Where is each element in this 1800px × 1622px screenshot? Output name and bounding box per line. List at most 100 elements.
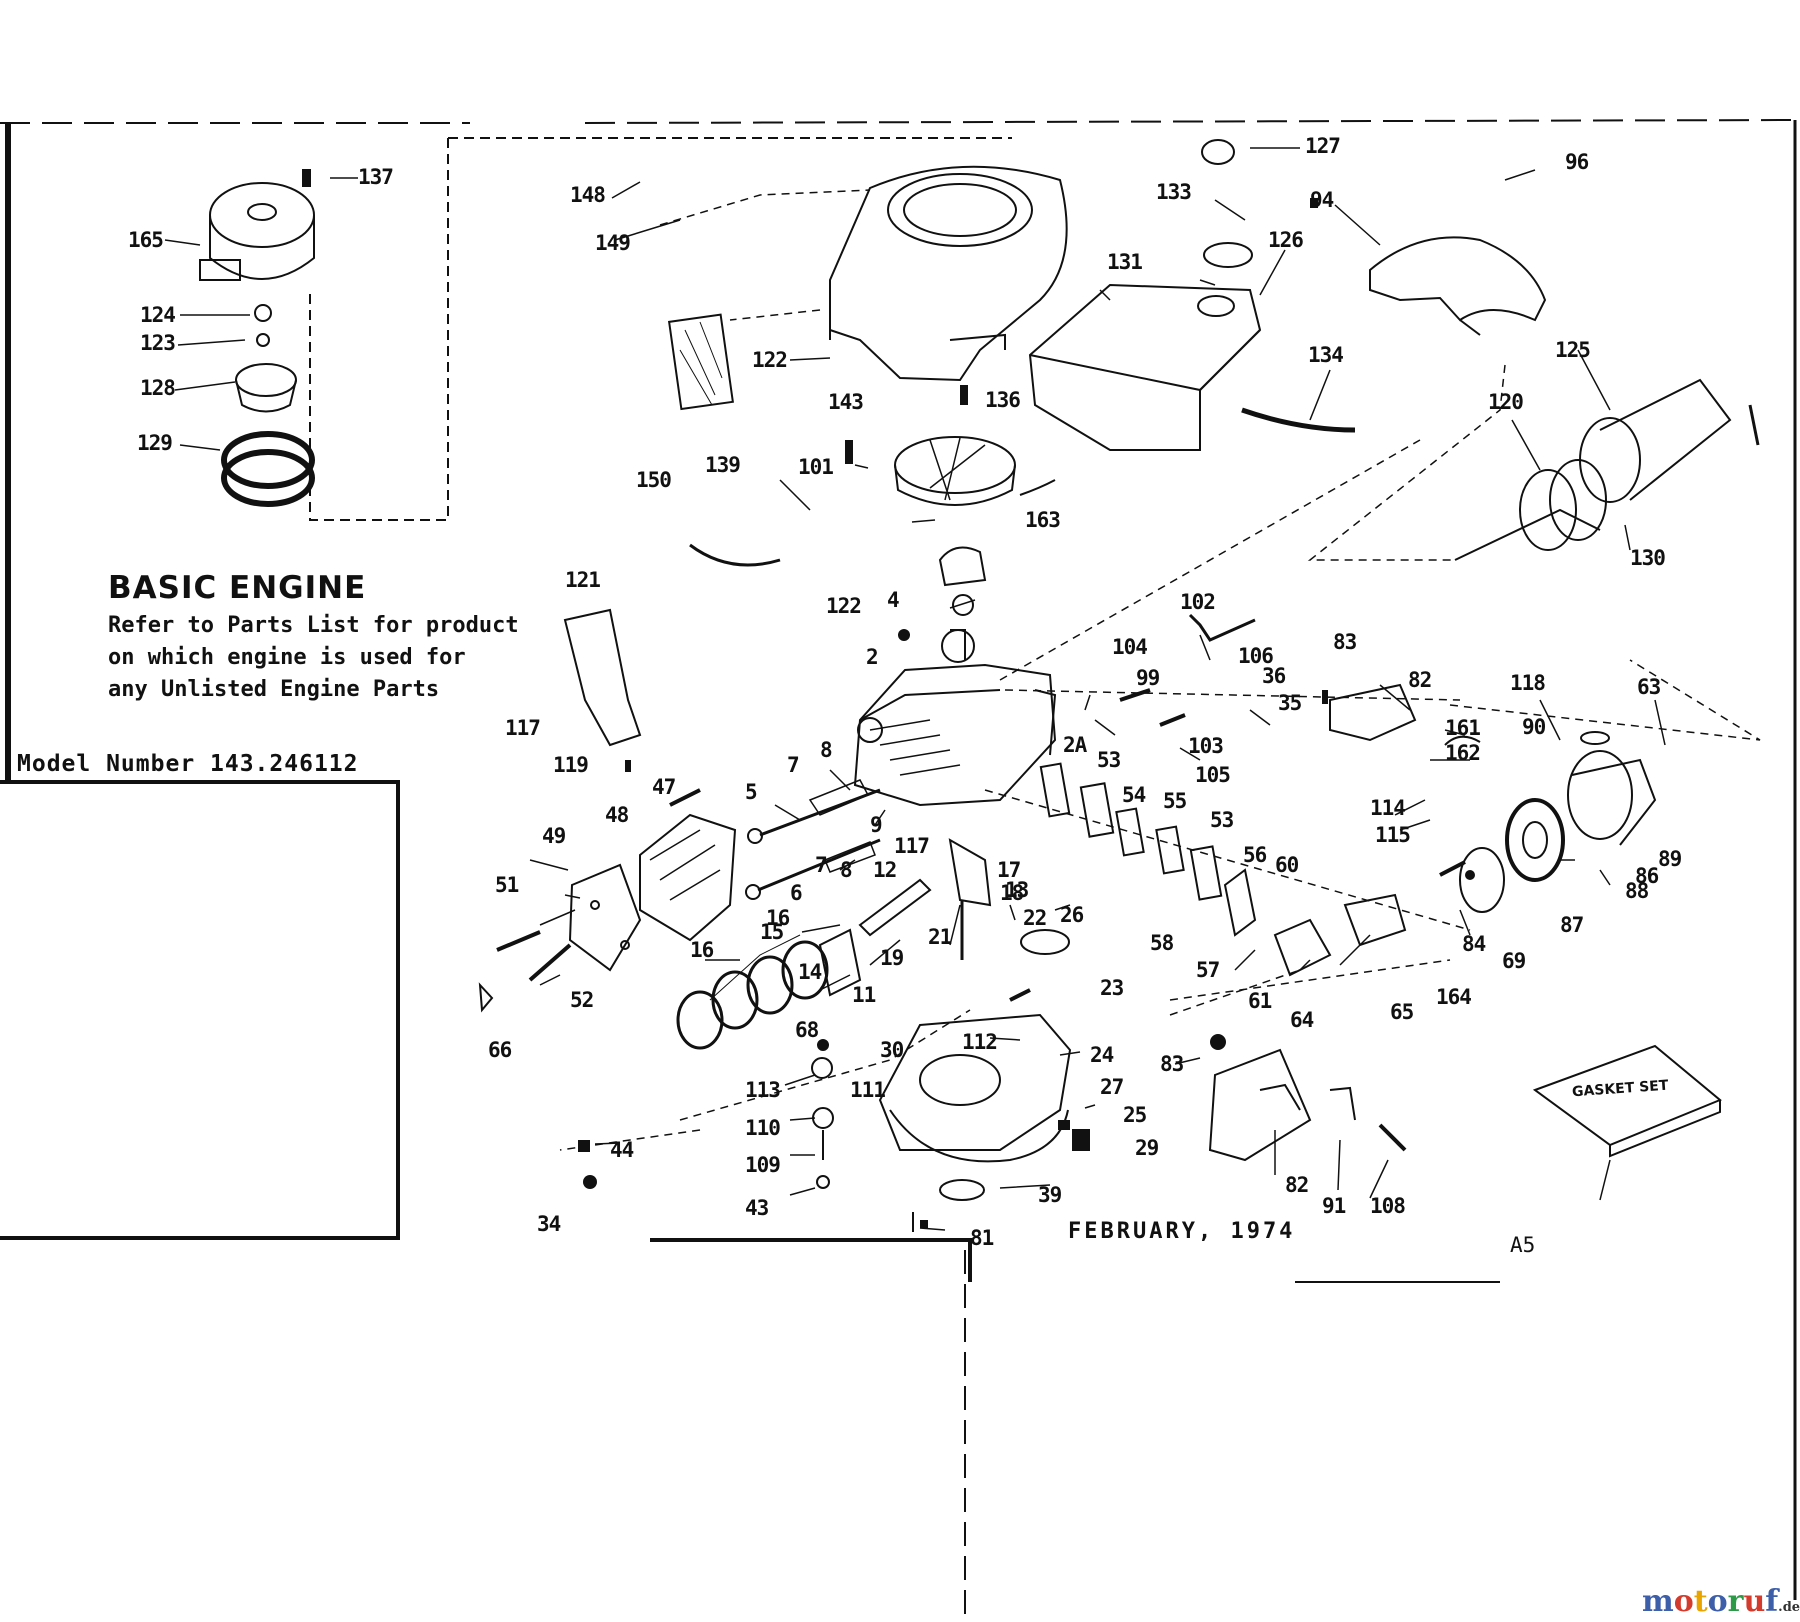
part-label: 84: [1462, 932, 1486, 956]
part-label: 15: [760, 920, 784, 944]
part-label: 82: [1285, 1173, 1309, 1197]
crankshaft-drawing: [858, 838, 992, 960]
part-label: 136: [985, 388, 1021, 412]
part-label: 6: [790, 881, 803, 905]
breather-drawing: [1223, 868, 1407, 977]
piston-drawing: [676, 928, 862, 1050]
part-label: 21: [928, 925, 952, 949]
part-label: 27: [1100, 1075, 1124, 1099]
fuel-cap-drawing: [1201, 139, 1253, 268]
part-label: 124: [140, 303, 176, 327]
part-label: 60: [1275, 853, 1299, 877]
hardware-drawing: [578, 198, 1475, 1228]
muffler-drawing: [1208, 1048, 1356, 1162]
cylinder-block-drawing: [853, 629, 1057, 807]
part-label: 117: [505, 716, 541, 740]
part-label: 121: [565, 568, 601, 592]
part-label: 91: [1322, 1194, 1346, 1218]
part-label: 83: [1160, 1052, 1184, 1076]
part-label: 122: [826, 594, 862, 618]
note-line-3: any Unlisted Engine Parts: [108, 677, 440, 702]
part-label: 61: [1248, 989, 1272, 1013]
part-label: 2: [866, 645, 879, 669]
grille-drawing: [667, 313, 734, 411]
part-label: 54: [1122, 783, 1146, 807]
part-label: 88: [1625, 879, 1649, 903]
part-label: 56: [1243, 843, 1267, 867]
part-label: 165: [128, 228, 164, 252]
part-label: 109: [745, 1153, 781, 1177]
part-label: 115: [1375, 823, 1411, 847]
gaskets-drawing: [1039, 762, 1223, 901]
fuel-line-drawing: [1241, 407, 1356, 433]
part-label: 4: [887, 588, 900, 612]
flywheel-drawing: [894, 436, 1056, 616]
part-label: 16: [766, 906, 790, 930]
blower-housing-drawing: [829, 165, 1068, 382]
seal-bearing-drawing: [1459, 731, 1657, 913]
part-label: 102: [1180, 590, 1216, 614]
note-line-1: Refer to Parts List for product: [108, 613, 519, 638]
part-label: 2A: [1063, 733, 1087, 757]
part-label: 34: [537, 1212, 561, 1236]
part-label: 69: [1502, 949, 1526, 973]
part-label: 7: [787, 753, 800, 777]
part-label: 128: [140, 376, 176, 400]
part-label: 163: [1025, 508, 1061, 532]
model-number: Model Number 143.246112: [17, 751, 359, 777]
part-label: 51: [495, 873, 519, 897]
part-label: 53: [1210, 808, 1234, 832]
part-label: 81: [970, 1226, 994, 1250]
frame-notch-line: [0, 780, 400, 1240]
part-label: 83: [1333, 630, 1357, 654]
part-label: 90: [1522, 715, 1546, 739]
part-label: 137: [358, 165, 394, 189]
part-label: 24: [1090, 1043, 1114, 1067]
part-label: 18: [1000, 881, 1024, 905]
baffle-drawing: [563, 608, 642, 747]
part-label: 162: [1445, 741, 1481, 765]
part-label: 47: [652, 775, 676, 799]
part-label: 123: [140, 331, 176, 355]
engine-base-drawing: [878, 1013, 1090, 1232]
part-label: 94: [1310, 188, 1334, 212]
page-code: A5: [1510, 1233, 1536, 1257]
part-label: 43: [745, 1196, 769, 1220]
part-label: 36: [1262, 664, 1286, 688]
part-label: 111: [850, 1078, 886, 1102]
part-label: 148: [570, 183, 606, 207]
part-label: 68: [795, 1018, 819, 1042]
part-label: 52: [570, 988, 594, 1012]
part-label: 96: [1565, 150, 1589, 174]
part-label: 13: [1005, 878, 1029, 902]
part-label: 150: [636, 468, 672, 492]
bracket-drawing: [1329, 683, 1417, 742]
part-label: 11: [852, 983, 876, 1007]
part-label: 63: [1637, 675, 1661, 699]
part-label: 35: [1278, 691, 1302, 715]
part-label: 134: [1308, 343, 1344, 367]
part-label: 108: [1370, 1194, 1406, 1218]
part-label: 9: [870, 813, 883, 837]
part-label: 105: [1195, 763, 1231, 787]
part-label: 113: [745, 1078, 781, 1102]
part-label: 122: [752, 348, 788, 372]
part-label: 149: [595, 231, 631, 255]
gasket-set-box-drawing: [1532, 1044, 1722, 1158]
part-label: 103: [1188, 734, 1224, 758]
part-label: 16: [690, 938, 714, 962]
part-label: 8: [840, 858, 853, 882]
part-label: 120: [1488, 390, 1524, 414]
part-label: 23: [1100, 976, 1124, 1000]
valves-drawing: [745, 779, 881, 900]
part-label: 129: [137, 431, 173, 455]
frame-top-line: [0, 119, 1796, 124]
part-label: 106: [1238, 644, 1274, 668]
part-label: 133: [1156, 180, 1192, 204]
part-label: 87: [1560, 913, 1584, 937]
part-label: 164: [1436, 985, 1472, 1009]
cylinder-head-drawing: [568, 813, 737, 972]
part-label: 30: [880, 1038, 904, 1062]
part-label: 25: [1123, 1103, 1147, 1127]
part-label: 66: [488, 1038, 512, 1062]
